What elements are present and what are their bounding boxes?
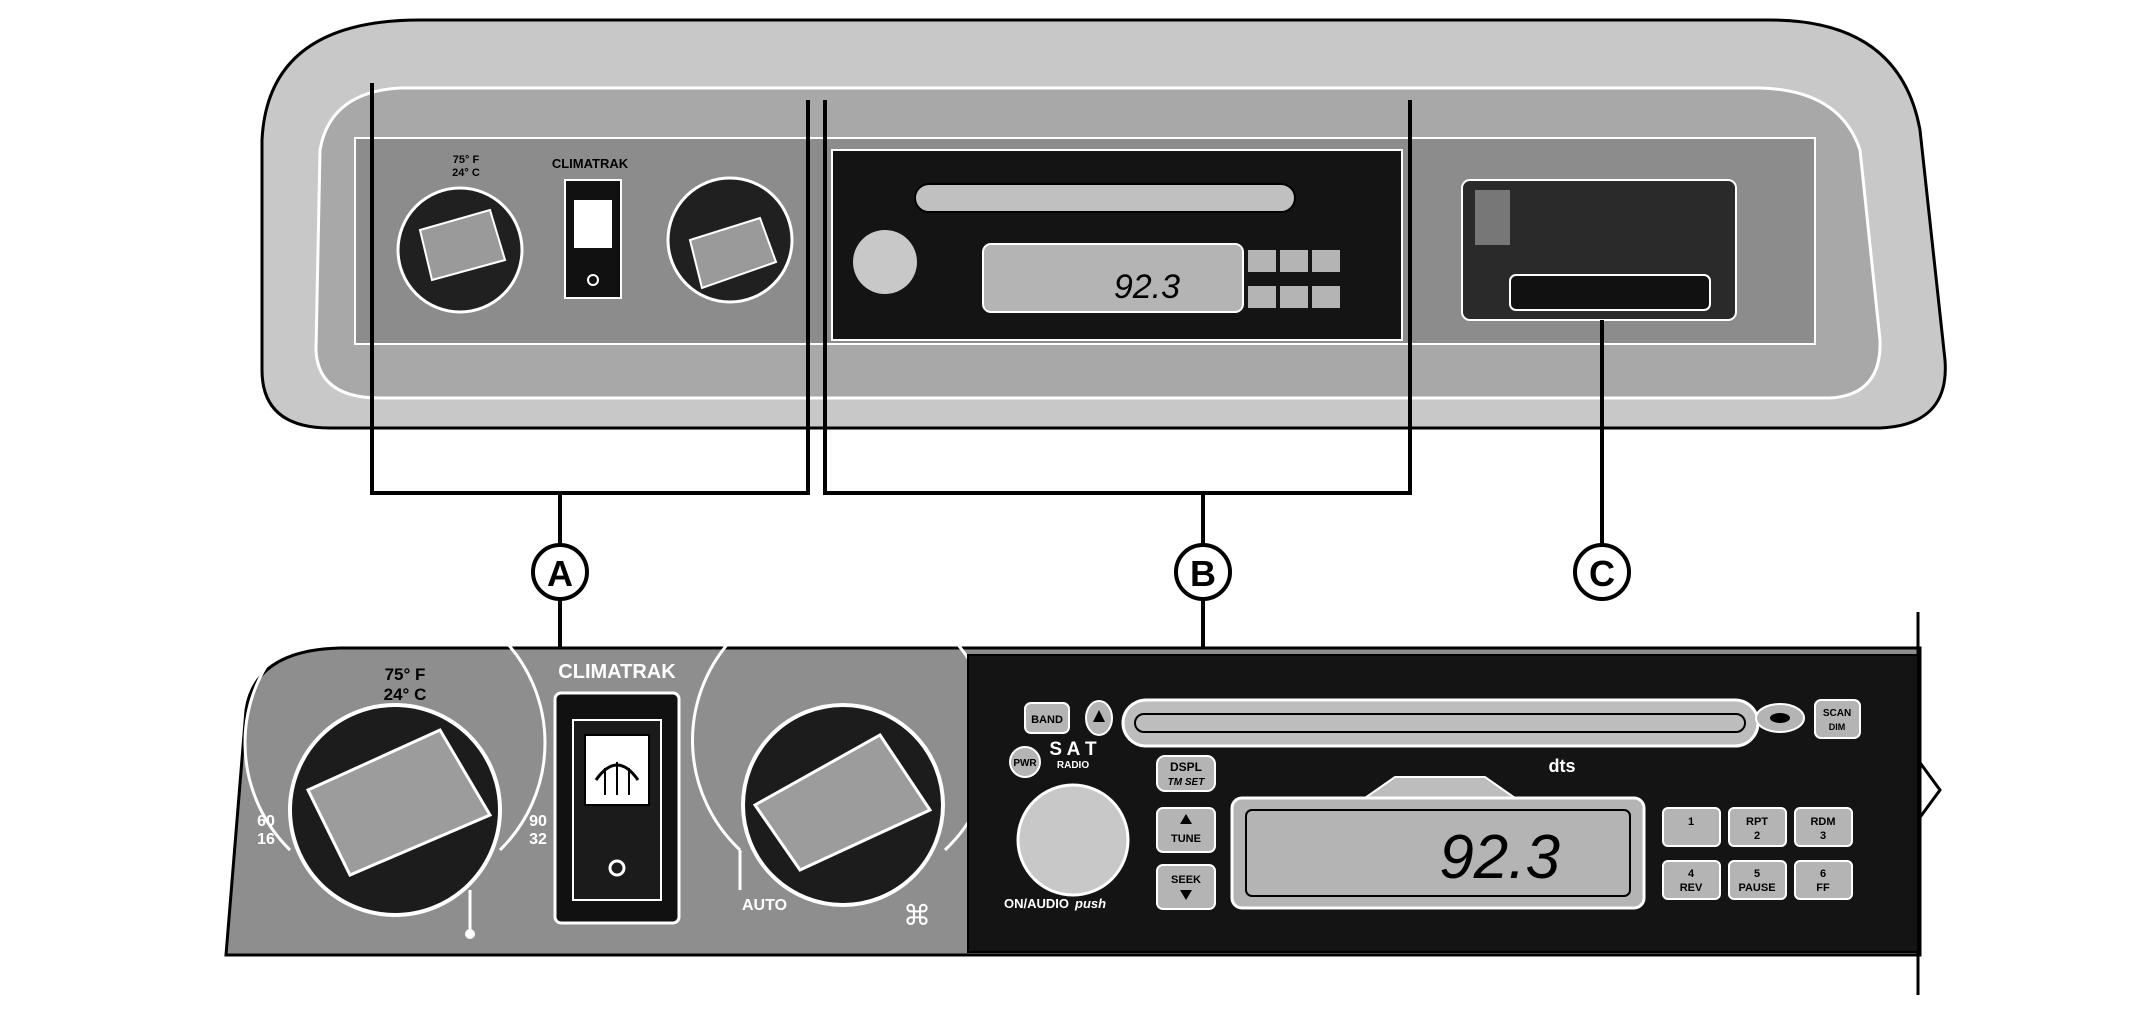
fan-auto-label: AUTO <box>742 897 787 914</box>
bracket-a <box>370 83 810 495</box>
callout-a-label: A <box>547 553 573 594</box>
preset-2-button[interactable] <box>1728 807 1787 847</box>
tune-button[interactable] <box>1156 807 1216 853</box>
cd-eject-icon[interactable] <box>1755 703 1805 733</box>
temp-knob-grip <box>305 728 493 877</box>
tmset-label: TM SET <box>1168 777 1206 788</box>
seek-button[interactable] <box>1156 864 1216 910</box>
dim-label: DIM <box>1829 722 1846 732</box>
climatrak-brand: CLIMATRAK <box>558 661 676 683</box>
pwr-button[interactable] <box>1009 746 1041 778</box>
callout-b <box>1174 543 1232 601</box>
overview-storage-bin <box>1461 179 1737 321</box>
dspl-label: DSPL <box>1170 760 1202 774</box>
radio-display <box>1230 796 1646 910</box>
temp-high-f: 90 <box>529 813 547 830</box>
rear-defrost-icon <box>584 734 650 806</box>
tune-up-icon <box>1180 814 1192 824</box>
eject-button[interactable] <box>1085 700 1113 736</box>
preset-4-top: 4 <box>1688 868 1695 880</box>
preset-1-button[interactable] <box>1662 807 1721 847</box>
band-label: BAND <box>1031 714 1063 726</box>
detail-dashboard: 75° F 24° C 60 16 90 32 CLIMATRAK <box>224 589 1942 995</box>
preset-2-top: RPT <box>1746 816 1768 828</box>
bracket-b <box>823 100 1412 495</box>
dts-logo: dts <box>1549 756 1576 776</box>
scan-button[interactable] <box>1814 699 1861 739</box>
overview-radio-panel: 92.3 <box>831 149 1403 341</box>
overview-brand: CLIMATRAK <box>552 156 629 171</box>
temp-setpoint-c: 24° C <box>384 685 427 704</box>
preset-4-button[interactable] <box>1662 860 1721 900</box>
dspl-button[interactable] <box>1156 755 1216 792</box>
frequency-readout: 92.3 <box>1439 823 1560 892</box>
preset-5-top: 5 <box>1754 868 1760 880</box>
tune-label: TUNE <box>1171 833 1201 845</box>
temp-low-f: 60 <box>257 813 275 830</box>
callout-c <box>1573 543 1631 601</box>
sat-radio-label: RADIO <box>1057 760 1089 771</box>
temp-knob-scale-ring <box>243 591 547 852</box>
on-audio-label: ON/AUDIO <box>1004 896 1069 911</box>
temp-low-c: 16 <box>257 831 275 848</box>
preset-6-button[interactable] <box>1794 860 1853 900</box>
volume-knob[interactable] <box>1016 783 1130 897</box>
callout-b-label: B <box>1190 553 1216 594</box>
preset-3-bottom: 3 <box>1820 830 1826 842</box>
temp-high-c: 32 <box>529 831 547 848</box>
temp-setpoint-f: 75° F <box>385 665 426 684</box>
radio-panel: BAND SCAN DIM PWR S A T RADIO ON/AUDIO p… <box>967 654 1919 953</box>
thermometer-icon <box>465 890 475 939</box>
preset-6-top: 6 <box>1820 868 1826 880</box>
scan-label: SCAN <box>1823 708 1851 719</box>
preset-buttons: 1 RPT 2 RDM 3 4 REV 5 PAUSE 6 FF <box>1662 807 1853 900</box>
pwr-label: PWR <box>1013 758 1037 769</box>
overview-climate-panel: 75° F 24° C CLIMATRAK <box>396 154 794 314</box>
overview-temp-c: 24° C <box>452 167 480 179</box>
band-button[interactable] <box>1024 702 1070 734</box>
seek-down-icon <box>1180 890 1192 900</box>
seek-label: SEEK <box>1171 874 1201 886</box>
preset-3-top: RDM <box>1810 816 1835 828</box>
preset-5-button[interactable] <box>1728 860 1787 900</box>
push-label: push <box>1074 896 1106 911</box>
callout-leaders <box>370 83 1604 648</box>
overview-temp-f: 75° F <box>453 154 480 166</box>
preset-1-top: 1 <box>1688 816 1694 828</box>
preset-5-bottom: PAUSE <box>1738 882 1775 894</box>
fan-knob-grip <box>752 733 933 872</box>
preset-2-bottom: 2 <box>1754 830 1760 842</box>
preset-3-button[interactable] <box>1794 807 1853 847</box>
cd-slot <box>1121 698 1760 748</box>
sat-label: S A T <box>1049 739 1097 760</box>
callout-markers: A B C <box>531 543 1631 601</box>
callout-a <box>531 543 589 601</box>
fan-icon: ⌘ <box>903 900 931 931</box>
callout-c-label: C <box>1589 553 1615 594</box>
preset-4-bottom: REV <box>1680 882 1703 894</box>
overview-frequency: 92.3 <box>1114 268 1180 306</box>
climate-control-panel: 75° F 24° C 60 16 90 32 CLIMATRAK <box>243 589 994 939</box>
defrost-indicator-light <box>608 859 626 877</box>
overview-dashboard: 75° F 24° C CLIMATRAK 92.3 <box>260 18 1947 430</box>
preset-6-bottom: FF <box>1816 882 1830 894</box>
